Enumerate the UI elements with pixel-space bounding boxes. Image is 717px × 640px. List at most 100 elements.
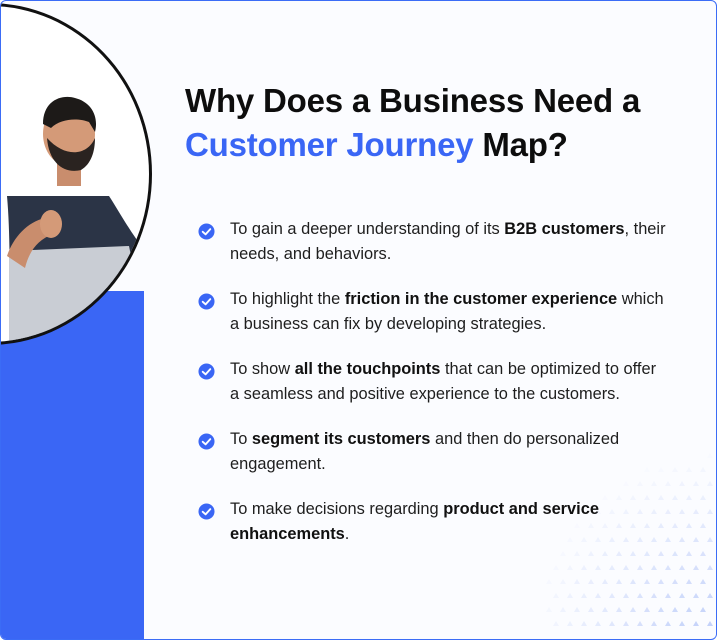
pattern-triangle	[707, 509, 713, 514]
bullet-item: To make decisions regarding product and …	[197, 497, 667, 547]
check-circle-icon	[198, 503, 215, 520]
pattern-triangle	[658, 607, 664, 612]
pattern-triangle	[637, 481, 643, 486]
person-illustration	[7, 96, 149, 342]
pattern-triangle	[644, 495, 650, 500]
pattern-triangle	[672, 579, 678, 584]
pattern-triangle	[658, 495, 664, 500]
pattern-triangle	[651, 621, 657, 626]
bullet-text: To highlight the friction in the custome…	[230, 290, 664, 333]
check-circle-icon	[198, 363, 215, 380]
pattern-triangle	[630, 607, 636, 612]
pattern-triangle	[707, 537, 713, 542]
pattern-triangle	[567, 593, 573, 598]
pattern-triangle	[560, 579, 566, 584]
pattern-triangle	[574, 579, 580, 584]
pattern-triangle	[623, 537, 629, 542]
pattern-triangle	[637, 565, 643, 570]
pattern-triangle	[665, 565, 671, 570]
bullet-text-segment: , their needs, and behaviors.	[230, 220, 666, 263]
pattern-triangle	[686, 579, 692, 584]
pattern-triangle	[602, 579, 608, 584]
pattern-triangle	[616, 607, 622, 612]
pattern-triangle	[616, 551, 622, 556]
pattern-triangle	[700, 607, 706, 612]
pattern-triangle	[693, 621, 699, 626]
pattern-triangle	[595, 537, 601, 542]
pattern-triangle	[546, 607, 552, 612]
title-line-1: Why Does a Business Need a	[185, 82, 641, 119]
bullet-item: To segment its customers and then do per…	[197, 427, 667, 477]
bullet-text-segment: .	[344, 525, 350, 543]
pattern-triangle	[707, 481, 713, 486]
pattern-triangle	[595, 593, 601, 598]
pattern-triangle	[672, 523, 678, 528]
bullet-text: To show all the touchpoints that can be …	[230, 360, 656, 403]
pattern-triangle	[581, 565, 587, 570]
pattern-triangle	[651, 565, 657, 570]
pattern-triangle	[644, 467, 650, 472]
pattern-triangle	[686, 523, 692, 528]
pattern-triangle	[707, 593, 713, 598]
pattern-triangle	[581, 621, 587, 626]
pattern-triangle	[553, 565, 559, 570]
bullet-text-segment: To gain a deeper understanding of its	[230, 220, 505, 238]
bullet-list: To gain a deeper understanding of its B2…	[197, 217, 667, 567]
pattern-triangle	[602, 495, 608, 500]
pattern-triangle	[567, 565, 573, 570]
pattern-triangle	[630, 495, 636, 500]
pattern-triangle	[658, 523, 664, 528]
pattern-triangle	[651, 509, 657, 514]
pattern-triangle	[644, 579, 650, 584]
pattern-triangle	[623, 593, 629, 598]
pattern-triangle	[630, 523, 636, 528]
bullet-highlight: segment its customers	[251, 430, 431, 448]
bullet-highlight: B2B customers	[504, 220, 625, 238]
bullet-item: To highlight the friction in the custome…	[197, 287, 667, 337]
pattern-triangle	[672, 495, 678, 500]
pattern-triangle	[609, 537, 615, 542]
check-circle-icon	[198, 433, 215, 450]
pattern-triangle	[595, 621, 601, 626]
pattern-triangle	[679, 481, 685, 486]
pattern-triangle	[644, 607, 650, 612]
pattern-triangle	[630, 579, 636, 584]
bullet-item: To gain a deeper understanding of its B2…	[197, 217, 667, 267]
pattern-triangle	[707, 565, 713, 570]
title-rest: Map?	[473, 126, 568, 163]
pattern-triangle	[700, 551, 706, 556]
pattern-triangle	[602, 523, 608, 528]
pattern-triangle	[602, 607, 608, 612]
pattern-triangle	[637, 621, 643, 626]
pattern-triangle	[672, 607, 678, 612]
bullet-text-segment: To show	[230, 360, 295, 378]
pattern-triangle	[665, 537, 671, 542]
pattern-triangle	[707, 453, 713, 458]
pattern-triangle	[637, 593, 643, 598]
bullet-highlight: all the touchpoints	[294, 360, 441, 378]
pattern-triangle	[693, 537, 699, 542]
pattern-triangle	[609, 621, 615, 626]
pattern-triangle	[658, 579, 664, 584]
pattern-triangle	[546, 579, 552, 584]
pattern-triangle	[567, 621, 573, 626]
pattern-triangle	[588, 579, 594, 584]
pattern-triangle	[693, 565, 699, 570]
bullet-item: To show all the touchpoints that can be …	[197, 357, 667, 407]
pattern-triangle	[623, 509, 629, 514]
pattern-triangle	[679, 565, 685, 570]
pattern-triangle	[553, 621, 559, 626]
pattern-triangle	[623, 481, 629, 486]
pattern-triangle	[588, 551, 594, 556]
pattern-triangle	[679, 593, 685, 598]
person-photo-frame	[1, 3, 152, 345]
bullet-text-segment: and then do personalized engagement.	[230, 430, 620, 473]
pattern-triangle	[637, 537, 643, 542]
pattern-triangle	[707, 621, 713, 626]
bullet-text-segment: To make decisions regarding	[230, 500, 444, 518]
pattern-triangle	[679, 537, 685, 542]
pattern-triangle	[616, 523, 622, 528]
pattern-triangle	[693, 481, 699, 486]
pattern-triangle	[588, 523, 594, 528]
